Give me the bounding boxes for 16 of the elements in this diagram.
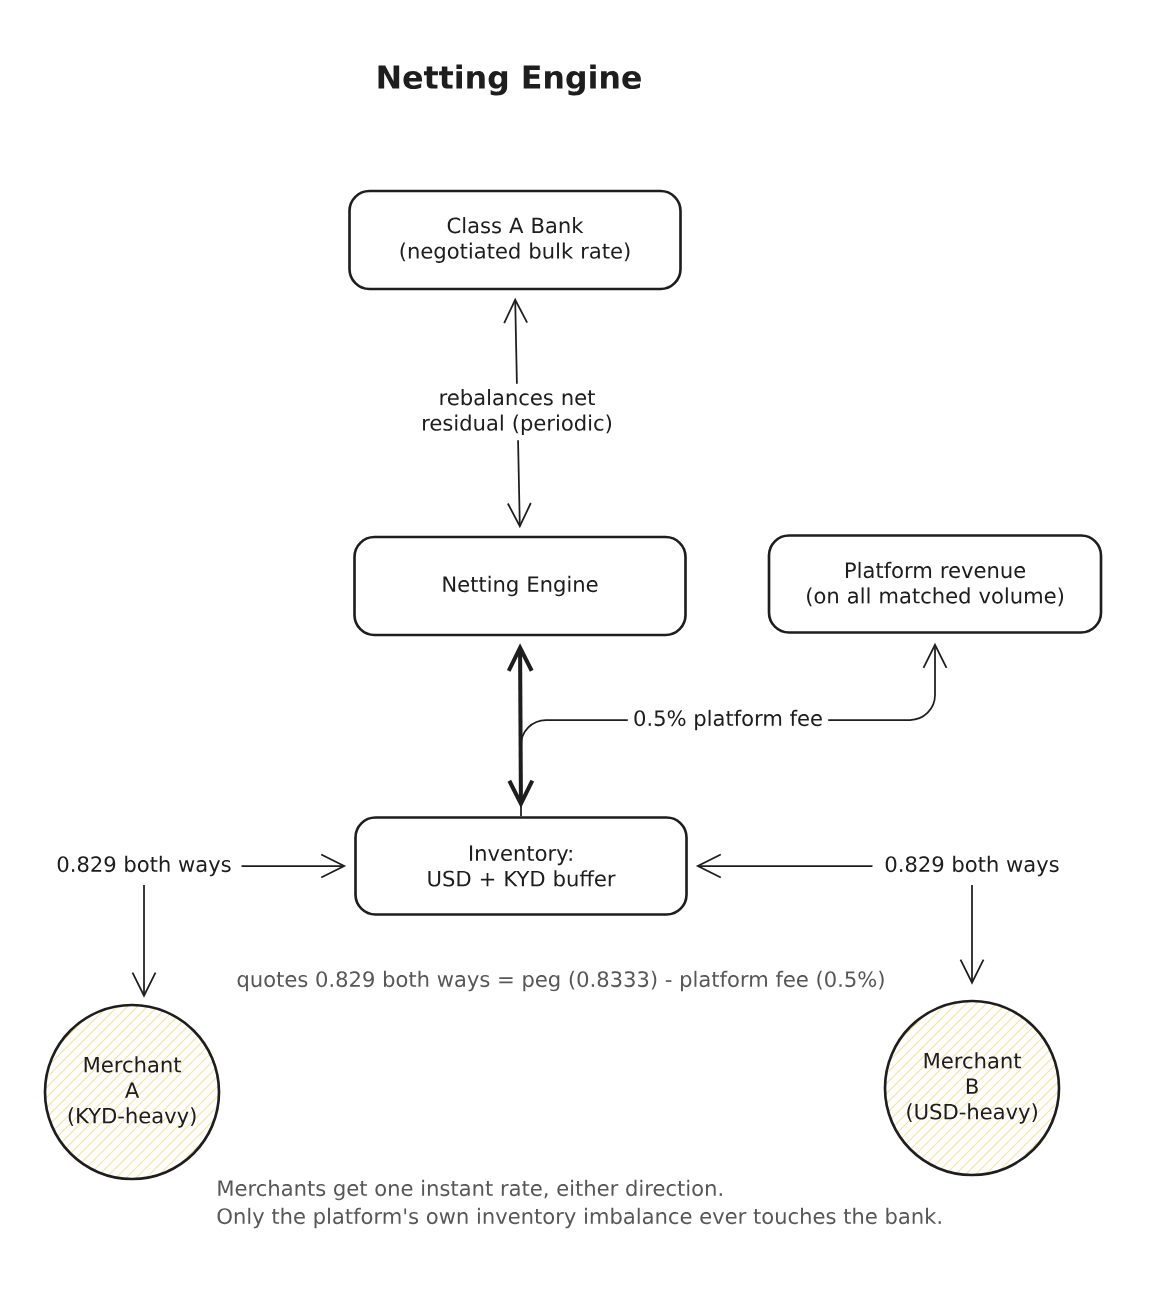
- arrow: [959, 884, 985, 985]
- process-box: Netting Engine: [353, 535, 687, 637]
- edge-label: rebalances net residual (periodic): [413, 383, 621, 441]
- title: Netting Engine: [378, 64, 641, 96]
- rate-label: 0.829 both ways: [57, 855, 231, 877]
- note-text: Merchants get one instant rate, either direction.: [218, 1179, 722, 1201]
- rate-label: 0.829 both ways: [885, 855, 1059, 877]
- note-text: quotes 0.829 both ways = peg (0.8333) - platform fee (0.5%): [237, 970, 884, 992]
- process-box: Inventory: USD + KYD buffer: [354, 816, 688, 916]
- note-text: Only the platform's own inventory imbalance ever touches the bank.: [217, 1207, 941, 1229]
- edge-label: 0.5% platform fee: [627, 704, 829, 736]
- process-box: Class A Bank (negotiated bulk rate): [348, 189, 682, 291]
- arrow: [240, 853, 347, 879]
- arrow: [695, 853, 874, 879]
- process-box: Platform revenue (on all matched volume): [767, 534, 1103, 634]
- arrow: [131, 884, 157, 998]
